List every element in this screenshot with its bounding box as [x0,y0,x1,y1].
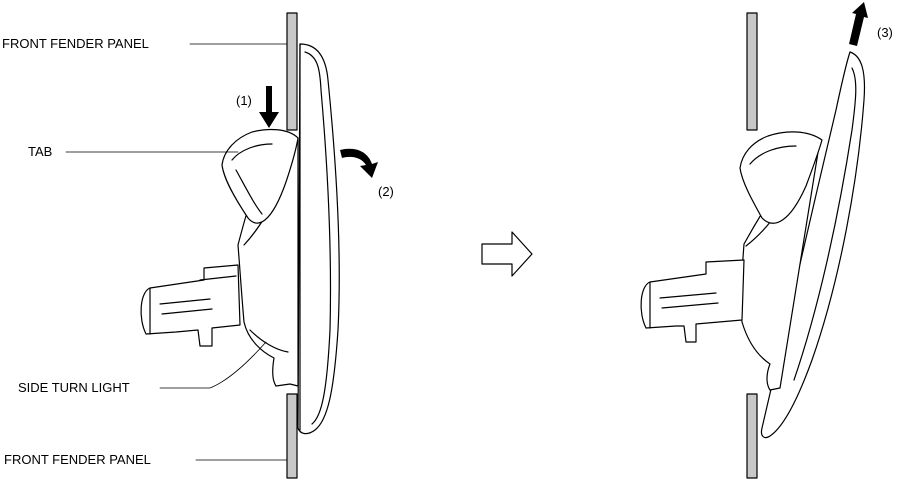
side-turn-light-lens-left [297,43,340,435]
step-label-2: (2) [378,184,394,199]
arrow-push-down [259,86,279,128]
step-label-3: (3) [877,25,893,40]
label-front-fender-panel-bottom: FRONT FENDER PANEL [4,452,151,467]
label-front-fender-panel-top: FRONT FENDER PANEL [2,36,149,51]
label-side-turn-light: SIDE TURN LIGHT [18,380,130,395]
connector-right [640,259,745,343]
fender-panel-top-left [286,12,298,131]
label-tab: TAB [28,144,53,159]
arrow-rotate [340,148,378,178]
step-label-1: (1) [236,93,252,108]
fender-panel-top-right [746,12,758,131]
fender-panel-bottom-right [746,393,758,479]
fender-panel-bottom-left [286,393,298,479]
tab-right [739,131,823,224]
next-step-arrow [481,231,533,277]
arrow-pull-out [849,2,868,46]
